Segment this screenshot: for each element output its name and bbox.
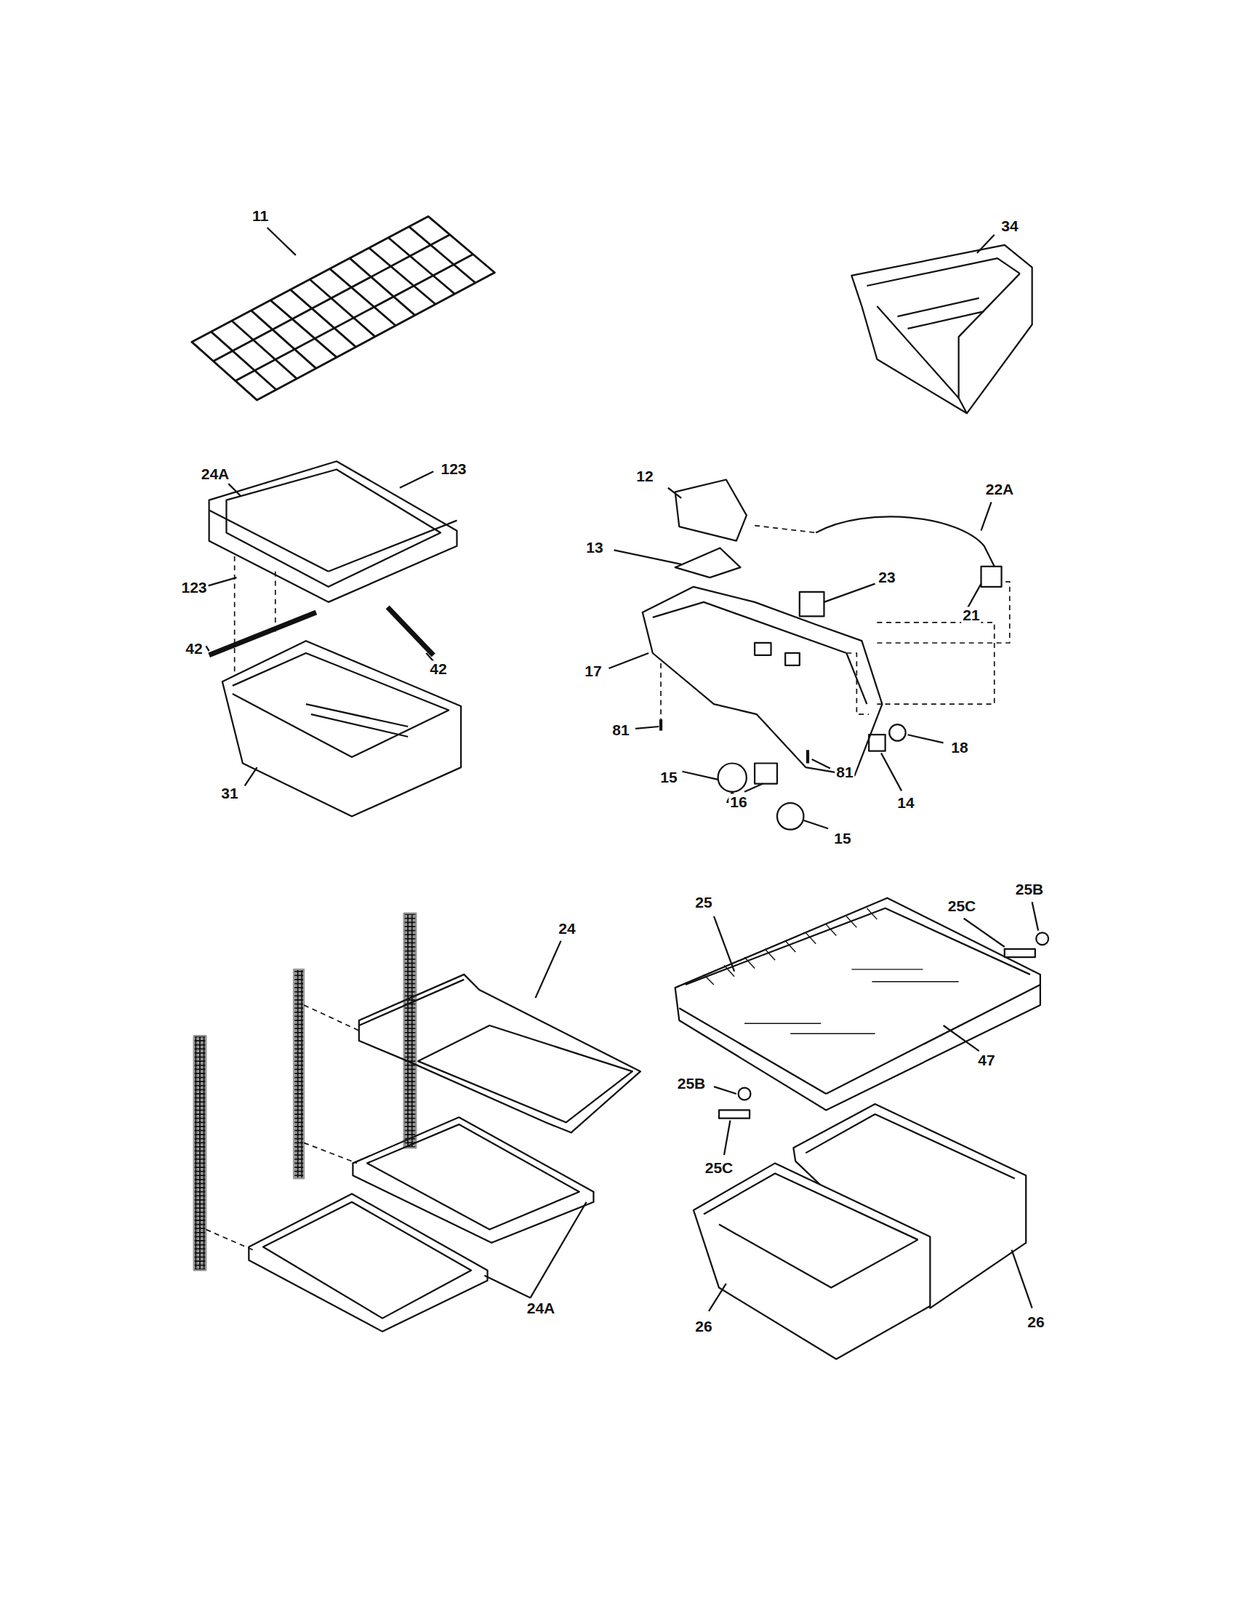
leader-line — [1011, 1249, 1033, 1308]
leader-line — [713, 1086, 737, 1094]
callout-number: 81 — [610, 721, 631, 738]
clip — [719, 1109, 750, 1118]
leader-line — [681, 771, 718, 780]
callout-number: 17 — [583, 662, 603, 680]
callout-number: 123 — [179, 578, 208, 596]
callout-number: 18 — [949, 738, 970, 756]
assembly-line — [234, 556, 276, 674]
leader-line — [668, 487, 682, 498]
socket — [754, 762, 778, 783]
shelf-standard — [293, 969, 304, 1179]
callout-number: 25C — [703, 1158, 736, 1176]
leader-line — [484, 1275, 530, 1298]
callout-number: 31 — [219, 784, 240, 802]
shelf-standard — [194, 1035, 207, 1271]
knob — [889, 724, 906, 741]
drawer — [222, 640, 461, 816]
leader-line — [529, 1201, 586, 1298]
callout-number: 42 — [428, 660, 448, 677]
screw — [806, 749, 810, 763]
callout-number: 23 — [876, 568, 897, 586]
leader-line — [977, 234, 995, 253]
leader-line — [981, 501, 992, 530]
callout-number: 11 — [250, 207, 270, 224]
callout-number: 26 — [693, 1317, 714, 1335]
lens — [675, 479, 747, 541]
callout-number: 42 — [183, 639, 204, 657]
callout-number: 25 — [693, 893, 714, 911]
screw — [659, 719, 663, 730]
callout-number: 25B — [676, 1074, 708, 1092]
wire-shelf — [191, 216, 496, 401]
fastener — [738, 1087, 751, 1100]
leader-line — [823, 583, 875, 602]
rail — [387, 607, 434, 656]
shelf-standard — [404, 913, 417, 1148]
leader-line — [635, 726, 659, 729]
leader-line — [608, 652, 649, 669]
leader-line — [205, 645, 209, 651]
callout-number: 24A — [199, 465, 232, 483]
callout-number: 22A — [984, 480, 1016, 498]
callout-number: 26 — [1025, 1312, 1046, 1330]
clip — [1004, 948, 1036, 957]
callout-number: 25C — [946, 897, 978, 914]
fastener — [1035, 932, 1049, 945]
wire — [815, 516, 994, 566]
leader-line — [713, 916, 735, 972]
switch — [981, 566, 1002, 587]
leader-line — [943, 1025, 980, 1051]
shield — [675, 548, 741, 578]
leader-line — [535, 940, 561, 999]
bulb — [718, 762, 747, 791]
callout-number: 15 — [658, 768, 679, 786]
callout-number: 47 — [976, 1051, 996, 1068]
rail — [209, 612, 317, 656]
callout-number: 25B — [1014, 880, 1046, 898]
leader-line — [724, 1119, 730, 1155]
callout-number: 24A — [525, 1299, 557, 1316]
leader-line — [708, 1283, 727, 1311]
assembly-line — [660, 525, 1010, 720]
leader-line — [964, 918, 1005, 947]
callout-number: 34 — [999, 217, 1020, 235]
crisper-cover — [675, 897, 1041, 1111]
leader-line — [207, 577, 237, 586]
leader-line — [245, 766, 258, 786]
shelf — [248, 1193, 488, 1331]
switch — [868, 734, 885, 751]
leader-line — [812, 758, 831, 769]
callout-number: 123 — [439, 460, 468, 477]
leader-line — [966, 583, 982, 610]
callout-number: 13 — [584, 538, 605, 556]
leader-line — [908, 734, 944, 743]
light-housing — [642, 586, 883, 776]
shelf — [209, 460, 458, 602]
ice-bin — [851, 245, 1032, 413]
control — [799, 591, 825, 617]
shelf — [359, 974, 641, 1132]
callout-number: 15 — [832, 829, 853, 847]
bulb — [777, 802, 804, 829]
assembly-line — [205, 1004, 359, 1250]
callout-number: 21 — [961, 606, 981, 624]
leader-line — [267, 227, 296, 256]
callout-number: 81 — [834, 763, 855, 781]
leader-line — [881, 752, 902, 791]
callout-number: 24 — [556, 919, 577, 937]
callout-number: 16 — [728, 793, 749, 810]
leader-line — [803, 820, 829, 829]
callout-number: 12 — [634, 467, 655, 485]
leader-line — [1032, 901, 1039, 930]
leader-line — [399, 471, 434, 488]
leader-line — [228, 483, 241, 496]
callout-number: 14 — [895, 793, 916, 811]
leader-line — [744, 783, 763, 792]
drawer — [693, 1162, 930, 1359]
leader-line — [613, 549, 682, 565]
